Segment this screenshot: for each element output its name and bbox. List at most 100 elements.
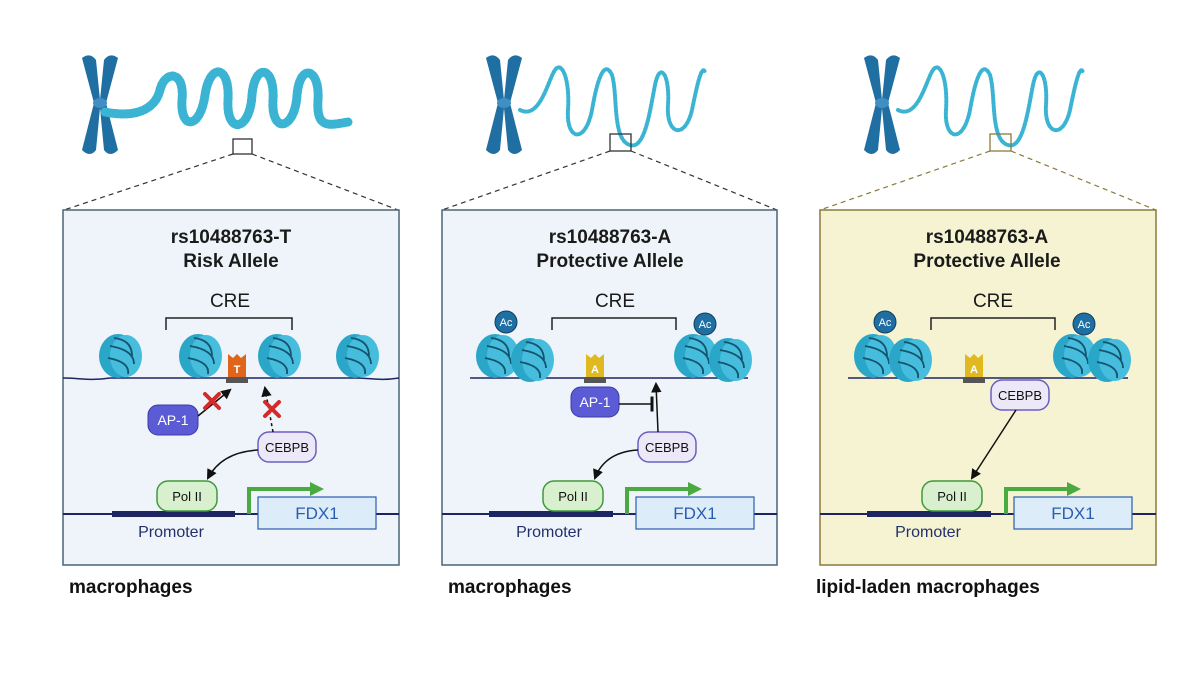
cre-bracket (551, 317, 677, 330)
chromosome-icon (82, 55, 118, 154)
cebpb-factor: CEBPB (637, 431, 697, 463)
cebpb-binding-arrow (651, 381, 662, 433)
cebpb-recruit-arrow (970, 409, 1017, 480)
panel-title-line1: rs10488763-A (926, 227, 1049, 248)
nucleosome-icon (179, 334, 222, 378)
svg-text:AP-1: AP-1 (579, 394, 610, 410)
acetyl-mark-icon: Ac (494, 310, 518, 334)
tss-arrowhead (1067, 482, 1081, 496)
svg-text:Pol II: Pol II (937, 489, 967, 504)
ap1-factor: AP-1 (570, 386, 620, 418)
nucleosome-icon (336, 334, 379, 378)
panel-title-line1: rs10488763-A (549, 227, 672, 248)
nucleosome-icon (709, 338, 752, 382)
svg-text:A: A (591, 364, 599, 376)
acetyl-mark-icon: Ac (693, 312, 717, 336)
nucleosome-icon (889, 338, 932, 382)
nucleosome-icon (1088, 338, 1131, 382)
protective-allele-marker: A (963, 354, 985, 383)
acetyl-mark-icon: Ac (873, 310, 897, 334)
pol-ii: Pol II (921, 480, 983, 512)
tss-arrow (1004, 487, 1069, 514)
nucleosome-icon (511, 338, 554, 382)
fdx1-gene: FDX1 (635, 496, 755, 530)
svg-text:AP-1: AP-1 (157, 412, 188, 428)
tss-arrow (625, 487, 690, 514)
svg-text:FDX1: FDX1 (1051, 504, 1094, 523)
panel-caption: lipid-laden macrophages (816, 577, 1040, 598)
svg-text:T: T (234, 364, 241, 376)
open-chromatin (518, 65, 707, 148)
svg-text:Ac: Ac (500, 317, 513, 329)
zoom-box (989, 133, 1012, 152)
svg-text:FDX1: FDX1 (295, 504, 338, 523)
panel-title-line2: Protective Allele (913, 251, 1060, 272)
promoter-bar (489, 511, 613, 517)
svg-text:CEBPB: CEBPB (265, 440, 309, 455)
block-x-icon (263, 400, 281, 418)
panel-caption: macrophages (448, 577, 572, 598)
fdx1-gene: FDX1 (1013, 496, 1133, 530)
cebpb-binding-arrow (261, 385, 274, 433)
nucleosome-icon (674, 334, 717, 378)
svg-text:CEBPB: CEBPB (645, 440, 689, 455)
cre-label: CRE (210, 291, 250, 312)
zoom-box (232, 138, 253, 155)
promoter-bar (867, 511, 991, 517)
cre-bracket (930, 317, 1056, 330)
svg-text:Pol II: Pol II (558, 489, 588, 504)
svg-text:FDX1: FDX1 (673, 504, 716, 523)
risk-allele-marker: T (226, 354, 248, 383)
fdx1-gene: FDX1 (257, 496, 377, 530)
panel-protective-allele: rs10488763-A Protective Allele CRE Ac A (441, 55, 778, 598)
zoom-line-left (63, 153, 234, 211)
promoter-label: Promoter (516, 524, 582, 541)
chromosome-icon (864, 55, 900, 154)
svg-text:Ac: Ac (879, 317, 892, 329)
zoom-line-left (819, 150, 991, 211)
cebpb-factor: CEBPB (990, 379, 1050, 411)
tss-arrowhead (688, 482, 702, 496)
zoom-line-left (441, 150, 611, 211)
block-x-icon (203, 392, 221, 410)
coiled-chromatin (100, 67, 353, 129)
nucleosome-icon (1053, 334, 1096, 378)
svg-text:A: A (970, 364, 978, 376)
cebpb-factor: CEBPB (257, 431, 317, 463)
svg-text:Ac: Ac (699, 319, 712, 331)
nucleosome-icon (258, 334, 301, 378)
promoter-bar (112, 511, 235, 517)
pol-ii: Pol II (542, 480, 604, 512)
svg-text:Ac: Ac (1078, 319, 1091, 331)
panel-lipid-laden: rs10488763-A Protective Allele CRE Ac Ac (816, 55, 1157, 598)
protective-allele-marker: A (584, 354, 606, 383)
ap1-factor: AP-1 (147, 404, 199, 436)
zoom-line-right (1010, 150, 1157, 211)
promoter-label: Promoter (895, 524, 961, 541)
cre-label: CRE (973, 291, 1013, 312)
promoter-label: Promoter (138, 524, 204, 541)
acetyl-mark-icon: Ac (1072, 312, 1096, 336)
zoom-line-right (630, 150, 778, 211)
nucleosome-icon (854, 334, 897, 378)
open-chromatin (896, 65, 1085, 148)
panel-caption: macrophages (69, 577, 193, 598)
cre-bracket (165, 317, 293, 330)
tss-arrow (247, 487, 312, 514)
panel-title-line2: Protective Allele (536, 251, 683, 272)
panel-title-line1: rs10488763-T (171, 227, 292, 248)
cebpb-recruit-arrow (593, 449, 639, 480)
pol-ii: Pol II (156, 480, 218, 512)
cre-label: CRE (595, 291, 635, 312)
svg-text:CEBPB: CEBPB (998, 388, 1042, 403)
cebpb-recruit-arrow (207, 449, 259, 480)
nucleosome-icon (476, 334, 519, 378)
zoom-line-right (251, 153, 399, 211)
panel-title-line2: Risk Allele (183, 251, 278, 272)
nucleosome-icon (99, 334, 142, 378)
panel-risk-allele: rs10488763-T Risk Allele CRE (62, 55, 400, 598)
zoom-box (609, 133, 632, 152)
svg-text:Pol II: Pol II (172, 489, 202, 504)
chromosome-icon (486, 55, 522, 154)
